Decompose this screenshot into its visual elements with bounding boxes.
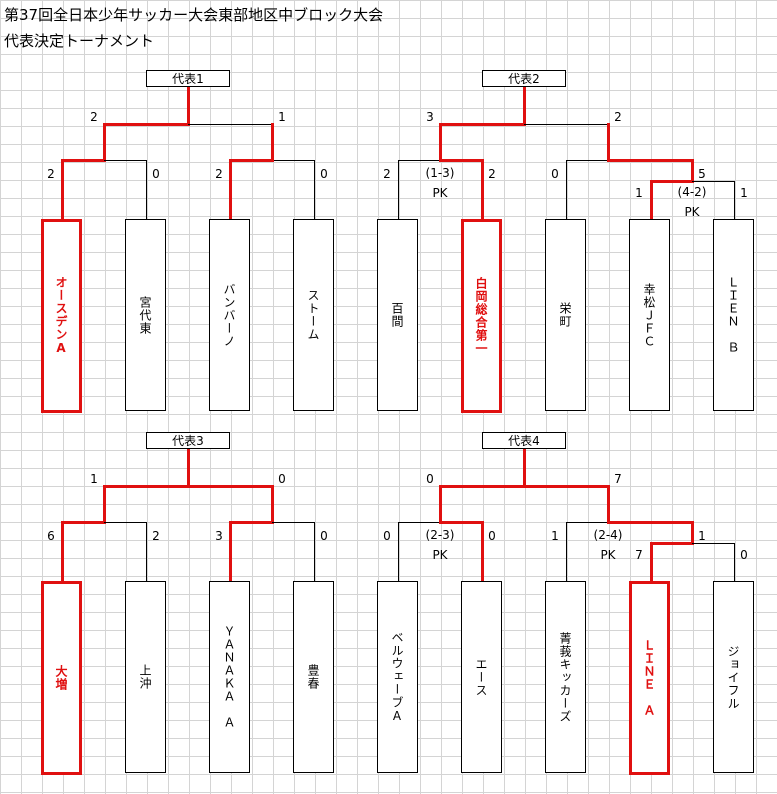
bracket1-team3-score: 2 bbox=[215, 167, 223, 181]
bracket2-team5-score: 1 bbox=[740, 186, 748, 200]
bracket3-semi-left-score: 1 bbox=[90, 472, 98, 486]
bracket1-team3-box: バンバーノ bbox=[209, 219, 250, 411]
bracket4-team2-score: 0 bbox=[488, 529, 496, 543]
bracket3-team2-box: 上沖 bbox=[125, 581, 166, 773]
team-name: 宮代東 bbox=[138, 295, 152, 335]
bracket2-label: 代表2 bbox=[482, 70, 566, 87]
team-name: 大増 bbox=[54, 665, 68, 691]
bracket3-team1-box: 大増 bbox=[41, 581, 82, 775]
team-name: オースデンA bbox=[54, 276, 68, 356]
bracket2-team4-box: 幸松ＪＦＣ bbox=[629, 219, 670, 411]
bracket3-team3-score: 3 bbox=[215, 529, 223, 543]
bracket1-team4-box: ストーム bbox=[293, 219, 334, 411]
bracket1-team4-score: 0 bbox=[320, 167, 328, 181]
bracket4-team2-box: エース bbox=[461, 581, 502, 773]
bracket4-pk-right-score: (2-4) bbox=[593, 528, 623, 542]
team-name: バンバーノ bbox=[222, 282, 236, 348]
bracket4-team4-box: ＬＩＮＥ Ａ bbox=[629, 581, 670, 775]
bracket2-semi-left-score: 3 bbox=[426, 110, 434, 124]
bracket2-pk-left-label: PK bbox=[432, 186, 448, 200]
bracket4-team5-score: 0 bbox=[740, 548, 748, 562]
team-name: エース bbox=[474, 657, 488, 697]
bracket2-team1-score: 2 bbox=[383, 167, 391, 181]
bracket3-team4-box: 豊春 bbox=[293, 581, 334, 773]
bracket3-team2-score: 2 bbox=[152, 529, 160, 543]
bracket2-team5-box: ＬＩＥＮ Ｂ bbox=[713, 219, 754, 411]
bracket3-semi-right-score: 0 bbox=[278, 472, 286, 486]
bracket2-team4-score: 1 bbox=[635, 186, 643, 200]
bracket1-semi-right-score: 1 bbox=[278, 110, 286, 124]
bracket1-semi-left-score: 2 bbox=[90, 110, 98, 124]
team-name: 白岡総合第一 bbox=[474, 277, 488, 355]
team-name: ストーム bbox=[306, 289, 320, 341]
bracket1-label: 代表1 bbox=[146, 70, 230, 87]
bracket4-subwinner-score: 1 bbox=[698, 529, 706, 543]
team-name: ＬＩＥＮ Ｂ bbox=[726, 276, 740, 354]
bracket4-semi-left-score: 0 bbox=[426, 472, 434, 486]
bracket4-team3-score: 1 bbox=[551, 529, 559, 543]
bracket4-team5-box: ジョイフル bbox=[713, 581, 754, 773]
bracket3-team3-box: ＹＡＮＡＫＡ Ａ bbox=[209, 581, 250, 773]
bracket2-team1-box: 百間 bbox=[377, 219, 418, 411]
team-name: 幸松ＪＦＣ bbox=[642, 282, 656, 348]
bracket2-subwinner-score: 5 bbox=[698, 167, 706, 181]
bracket4-pk-left-label: PK bbox=[432, 548, 448, 562]
team-name: ＬＩＮＥ Ａ bbox=[642, 639, 656, 717]
bracket4-semi-right-score: 7 bbox=[614, 472, 622, 486]
team-name: 上沖 bbox=[138, 664, 152, 690]
bracket2-team2-box: 白岡総合第一 bbox=[461, 219, 502, 413]
bracket2-team2-score: 2 bbox=[488, 167, 496, 181]
bracket2-pk-right-label: PK bbox=[684, 205, 700, 219]
bracket2-pk-right-score: (4-2) bbox=[677, 185, 707, 199]
bracket4-team1-score: 0 bbox=[383, 529, 391, 543]
bracket2-pk-left-score: (1-3) bbox=[425, 166, 455, 180]
team-name: ベルウェーブA bbox=[390, 630, 404, 724]
bracket2-team3-box: 栄町 bbox=[545, 219, 586, 411]
bracket4-pk-left-score: (2-3) bbox=[425, 528, 455, 542]
team-name: 百間 bbox=[390, 302, 404, 328]
bracket1-team2-box: 宮代東 bbox=[125, 219, 166, 411]
team-name: 菁莪キッカーズ bbox=[558, 631, 572, 723]
page-title: 第37回全日本少年サッカー大会東部地区中ブロック大会 bbox=[4, 6, 384, 24]
team-name: 栄町 bbox=[558, 302, 572, 328]
bracket1-team1-score: 2 bbox=[47, 167, 55, 181]
bracket3-team4-score: 0 bbox=[320, 529, 328, 543]
team-name: ＹＡＮＡＫＡ Ａ bbox=[222, 625, 236, 729]
bracket1-team1-box: オースデンA bbox=[41, 219, 82, 413]
bracket2-team3-score: 0 bbox=[551, 167, 559, 181]
bracket4-team1-box: ベルウェーブA bbox=[377, 581, 418, 773]
bracket4-pk-right-label: PK bbox=[600, 548, 616, 562]
team-name: 豊春 bbox=[306, 664, 320, 690]
team-name: ジョイフル bbox=[726, 644, 740, 710]
bracket3-label: 代表3 bbox=[146, 432, 230, 449]
bracket4-team4-score: 7 bbox=[635, 548, 643, 562]
bracket3-team1-score: 6 bbox=[47, 529, 55, 543]
bracket1-team2-score: 0 bbox=[152, 167, 160, 181]
bracket4-team3-box: 菁莪キッカーズ bbox=[545, 581, 586, 773]
bracket2-semi-right-score: 2 bbox=[614, 110, 622, 124]
bracket4-label: 代表4 bbox=[482, 432, 566, 449]
page-subtitle: 代表決定トーナメント bbox=[4, 32, 155, 50]
